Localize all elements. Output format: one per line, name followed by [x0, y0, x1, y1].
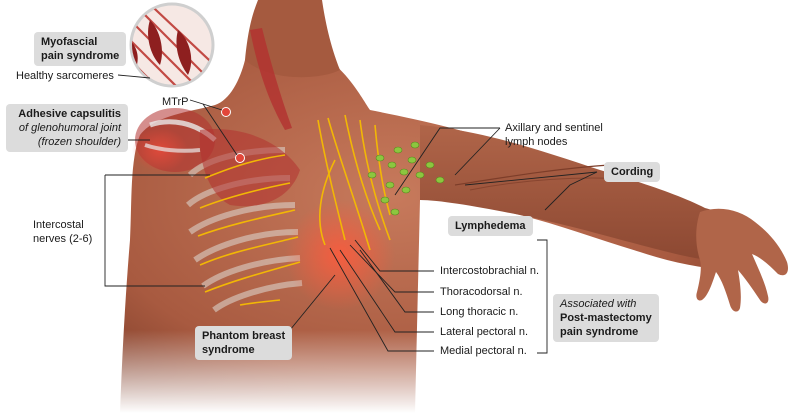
chest-nerves [317, 114, 391, 251]
myofascial-label: Myofascial pain syndrome [34, 32, 127, 66]
frozen-shoulder-region [132, 108, 217, 172]
torso [120, 0, 728, 413]
arm [420, 125, 788, 312]
healthy-sarcomeres-label: Healthy sarcomeres [16, 70, 114, 82]
axillary-label: Axillary and sentinel lymph nodes [505, 121, 603, 149]
adhesive-sub2: (frozen shoulder) [37, 136, 121, 148]
adhesive-sub1: of glenohumoral joint [18, 122, 121, 134]
post-mastectomy-label: Associated with Post-mastectomy pain syn… [553, 294, 659, 342]
intercostal-nerves [197, 154, 301, 306]
axillary-line2: lymph nodes [505, 136, 568, 148]
phantom-line1: Phantom breast [202, 330, 286, 342]
cording-label: Cording [604, 162, 661, 182]
mtrp-point-upper [221, 107, 231, 117]
medial-pectoral-label: Medial pectoral n. [440, 345, 527, 357]
lymph-nodes [367, 141, 445, 216]
adhesive-capsulitis-label: Adhesive capsulitis of glenohumoral join… [6, 104, 128, 152]
lateral-pectoral-label: Lateral pectoral n. [440, 326, 529, 338]
axillary-line1: Axillary and sentinel [505, 122, 603, 134]
myofascial-line2: pain syndrome [41, 50, 120, 62]
mtrp-point-lower [235, 153, 245, 163]
intercostal-line1: Intercostal [33, 219, 84, 231]
phantom-breast-area [285, 200, 395, 310]
leader-lines [104, 74, 598, 354]
lymphedema-label: Lymphedema [448, 216, 533, 236]
adhesive-title: Adhesive capsulitis [18, 108, 121, 120]
associated-with-text: Associated with [560, 298, 637, 310]
intercostal-label: Intercostal nerves (2-6) [33, 218, 92, 246]
mtrp-label: MTrP [162, 96, 189, 108]
intercostal-line2: nerves (2-6) [33, 233, 93, 245]
long-thoracic-label: Long thoracic n. [440, 306, 519, 318]
intercostobrachial-label: Intercostobrachial n. [440, 265, 540, 277]
pms-line1: Post-mastectomy [560, 312, 652, 324]
phantom-breast-label: Phantom breast syndrome [195, 326, 293, 360]
sarcomere-magnifier [129, 2, 215, 88]
thoracodorsal-label: Thoracodorsal n. [440, 286, 523, 298]
myofascial-line1: Myofascial [41, 36, 98, 48]
phantom-line2: syndrome [202, 344, 255, 356]
pms-line2: pain syndrome [560, 326, 639, 338]
